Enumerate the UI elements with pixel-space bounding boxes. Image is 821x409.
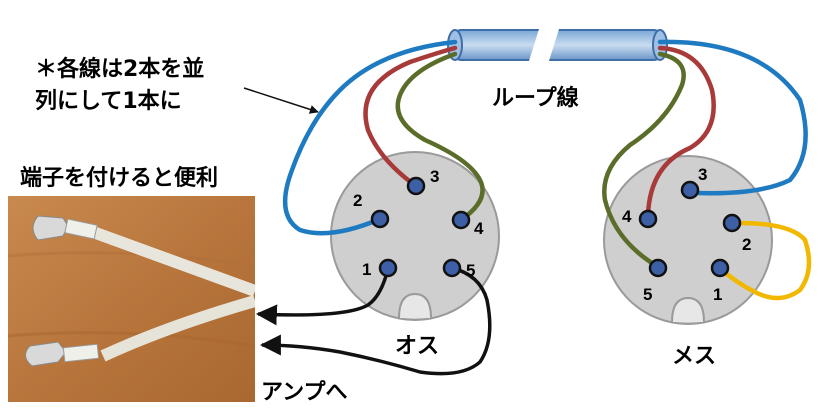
male-pin-3 [406, 176, 426, 196]
female-pin-1 [710, 258, 730, 278]
yellow-jumper-wire [717, 220, 812, 301]
note-line-2: 列にして1本に [35, 89, 182, 114]
male-pin-label-5: 5 [466, 261, 475, 280]
male-pin-1 [378, 258, 398, 278]
spade-terminal-image [8, 196, 255, 402]
note-pointer-arrow [243, 87, 319, 114]
male-pin-label-3: 3 [430, 167, 439, 186]
female-pin-label-5: 5 [643, 285, 652, 304]
spade-terminal-photo [8, 196, 255, 402]
female-pin-3 [680, 180, 700, 200]
female-pin-4 [638, 209, 658, 229]
female-connector-key [671, 296, 705, 323]
female-pin-label-2: 2 [742, 235, 751, 254]
loop-cable-tube [447, 26, 668, 64]
black-wire-pin1 [255, 267, 390, 326]
male-connector-key [398, 292, 432, 319]
female-pin-5 [648, 258, 668, 278]
female-connector-body [603, 155, 773, 325]
male-connector-label: オス [395, 334, 440, 359]
female-pins [638, 180, 742, 278]
male-pin-2 [370, 209, 390, 229]
male-pin-label-2: 2 [353, 191, 362, 210]
note-line-1: ＊各線は2本を並 [35, 57, 205, 82]
female-pin-2 [722, 213, 742, 233]
male-pin-labels: 1 2 3 4 5 [353, 167, 484, 280]
terminal-label: 端子を付けると便利 [20, 166, 219, 191]
male-pins [370, 176, 471, 278]
amp-label: アンプへ [261, 380, 348, 405]
male-pin-label-4: 4 [474, 219, 484, 238]
female-pin-label-1: 1 [713, 285, 722, 304]
male-pin-5 [442, 258, 462, 278]
female-pin-labels: 1 2 3 4 5 [622, 165, 751, 304]
male-pin-4 [451, 210, 471, 230]
black-wire-pin5 [259, 266, 492, 376]
green-wire [395, 51, 686, 268]
male-pin-label-1: 1 [362, 260, 371, 279]
female-pin-label-3: 3 [698, 165, 707, 184]
blue-wire [282, 39, 808, 236]
male-connector-body [330, 151, 500, 321]
loop-cable-label: ループ線 [492, 86, 579, 111]
female-pin-label-4: 4 [622, 207, 632, 226]
red-wire [363, 45, 716, 218]
female-connector-label: メス [672, 344, 717, 369]
